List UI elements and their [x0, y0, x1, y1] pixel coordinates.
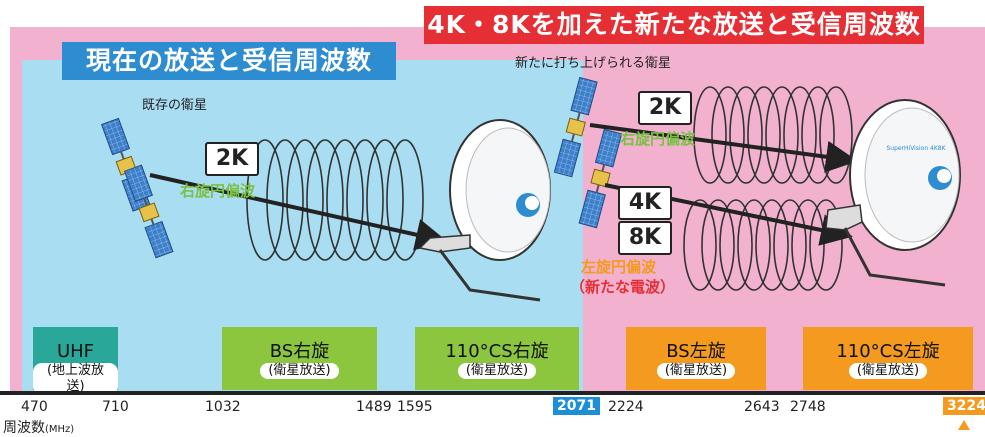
band-name: 110°CS左旋: [836, 341, 940, 362]
badge-2k: 2K: [205, 142, 259, 176]
tick-label: 2748: [790, 399, 826, 415]
band-sub: (衛星放送): [848, 363, 928, 379]
badge-2k: 2K: [638, 91, 692, 125]
new-satellite-label: 新たに打ち上げられる衛星: [515, 56, 672, 71]
satellite-dish-icon: [825, 99, 961, 287]
tick-label: 470: [21, 399, 48, 415]
pointer-triangle-icon: [958, 420, 970, 430]
dish-logo: SuperHiVision 4K8K: [886, 145, 946, 152]
frequency-axis: [0, 391, 985, 395]
band-name: UHF: [56, 341, 95, 362]
left-polarization-label: 左旋円偏波: [581, 258, 657, 276]
tick-label: 1489: [356, 399, 392, 415]
tick-label: 1595: [397, 399, 433, 415]
tick-label-highlight: 3224: [943, 397, 985, 415]
tick-label: 2643: [744, 399, 780, 415]
signal-coil-icon: [246, 139, 424, 261]
signal-arrow: [149, 173, 448, 251]
right-polarization-label: 右旋円偏波: [180, 182, 256, 200]
new-signal-label: （新たな電波）: [570, 278, 676, 296]
tick-label-highlight: 2071: [553, 397, 600, 415]
band-sub: (衛星放送): [457, 363, 537, 379]
current-broadcast-title: 現在の放送と受信周波数: [62, 42, 396, 80]
band-cs-left: 110°CS左旋 (衛星放送): [803, 327, 973, 390]
badge-8k: 8K: [618, 221, 672, 255]
band-name: 110°CS右旋: [445, 341, 549, 362]
band-sub: (地上波放送): [33, 363, 118, 395]
band-name: BS左旋: [666, 341, 726, 362]
axis-title: 周波数(MHz): [3, 417, 74, 437]
satellite-dish-icon: [418, 119, 551, 302]
signal-coil-icon: [693, 86, 853, 184]
existing-satellite-label: 既存の衛星: [142, 98, 208, 113]
tick-label: 2224: [608, 399, 644, 415]
axis-unit: (MHz): [45, 424, 75, 435]
band-cs-right: 110°CS右旋 (衛星放送): [415, 327, 579, 390]
satellite-icon: [123, 164, 174, 259]
satellite-icon: [553, 76, 598, 178]
band-bs-right: BS右旋 (衛星放送): [222, 327, 377, 390]
signal-arrow: [589, 123, 858, 173]
band-sub: (衛星放送): [260, 363, 339, 379]
satellite-icon: [578, 128, 623, 229]
right-polarization-label: 右旋円偏波: [620, 130, 696, 148]
tick-label: 710: [102, 399, 129, 415]
axis-label: 周波数: [3, 420, 45, 436]
new-broadcast-title: 4K・8Kを加えた新たな放送と受信周波数: [424, 6, 924, 44]
band-sub: (衛星放送): [656, 363, 736, 379]
band-bs-left: BS左旋 (衛星放送): [626, 327, 766, 390]
badge-4k: 4K: [618, 186, 672, 220]
signal-coil-icon: [683, 199, 843, 291]
band-name: BS右旋: [269, 341, 330, 362]
tick-label: 1032: [205, 399, 241, 415]
band-uhf: UHF (地上波放送): [33, 327, 118, 395]
